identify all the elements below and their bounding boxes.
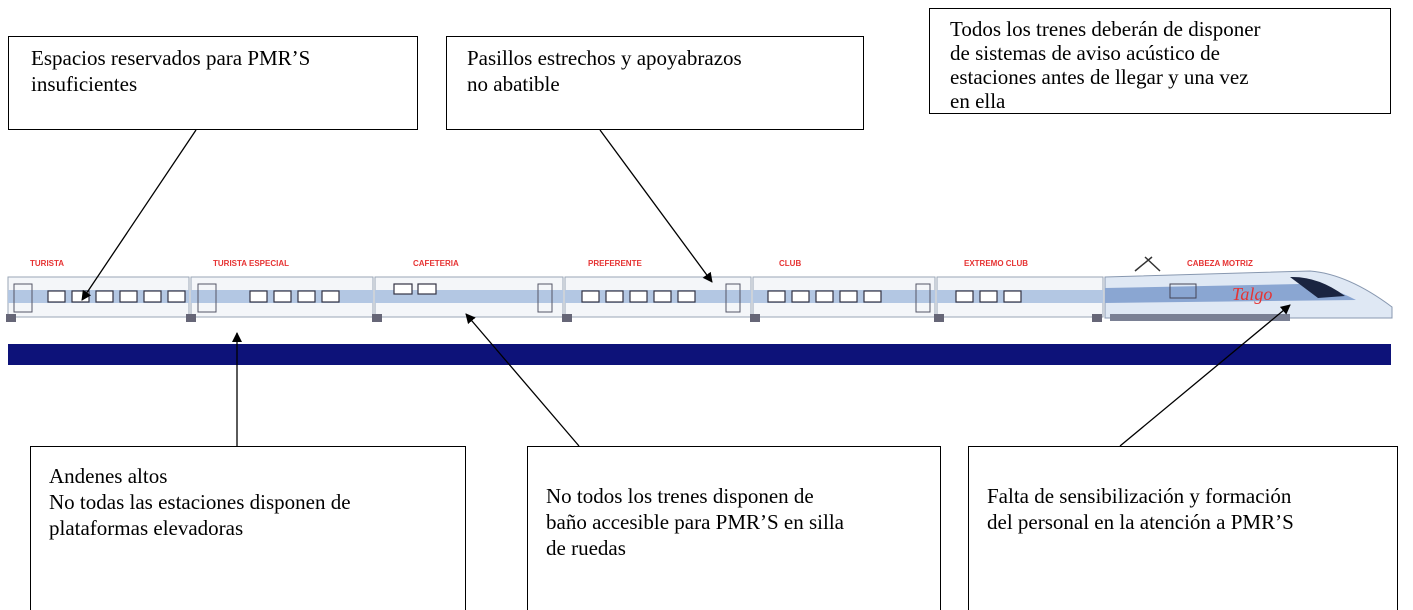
talgo-logo: Talgo	[1232, 284, 1272, 304]
arrow-bottom-middle	[465, 313, 580, 447]
callout-text: No todos los trenes disponen de baño acc…	[546, 483, 928, 561]
car-preferente	[562, 276, 752, 322]
car-label-turista-especial: TURISTA ESPECIAL	[213, 259, 289, 268]
car-cabeza-motriz: Talgo	[1104, 256, 1393, 321]
car-turista	[6, 276, 190, 322]
callout-line: estaciones antes de llegar y una vez	[950, 65, 1249, 89]
callout-line: Pasillos estrechos y apoyabrazos	[467, 46, 742, 70]
car-extremo-club	[934, 276, 1104, 322]
arrow-top-left	[81, 129, 197, 301]
callout-staff-training: Falta de sensibilización y formación del…	[968, 446, 1398, 610]
platform-bar	[8, 344, 1391, 365]
car-label-cafeteria: CAFETERIA	[413, 259, 459, 268]
callout-line: No todas las estaciones disponen de	[49, 490, 351, 514]
arrow-bottom-right	[1119, 304, 1291, 447]
callout-text: Falta de sensibilización y formación del…	[987, 483, 1385, 535]
callout-line: Andenes altos	[49, 464, 168, 488]
callout-text: Espacios reservados para PMR’S insuficie…	[31, 45, 397, 97]
callout-reserved-spaces: Espacios reservados para PMR’S insuficie…	[8, 36, 418, 130]
callout-line: No todos los trenes disponen de	[546, 484, 814, 508]
pointer-arrows	[81, 129, 1291, 447]
car-label-preferente: PREFERENTE	[588, 259, 642, 268]
callout-line: de sistemas de aviso acústico de	[950, 41, 1221, 65]
callout-accessible-toilet: No todos los trenes disponen de baño acc…	[527, 446, 941, 610]
callout-high-platforms: Andenes altos No todas las estaciones di…	[30, 446, 466, 610]
callout-line: plataformas elevadoras	[49, 516, 244, 540]
callout-line: no abatible	[467, 72, 560, 96]
callout-acoustic-warning: Todos los trenes deberán de disponer de …	[929, 8, 1391, 114]
callout-line: en ella	[950, 89, 1006, 113]
callout-line: insuficientes	[31, 72, 138, 96]
callout-line: de ruedas	[546, 536, 626, 560]
train: Talgo	[6, 256, 1393, 322]
callout-line: baño accesible para PMR’S en silla	[546, 510, 844, 534]
car-label-cabeza-motriz: CABEZA MOTRIZ	[1187, 259, 1253, 268]
callout-line: Todos los trenes deberán de disponer	[950, 17, 1261, 41]
callout-narrow-aisles: Pasillos estrechos y apoyabrazos no abat…	[446, 36, 864, 130]
callout-line: Espacios reservados para PMR’S	[31, 46, 311, 70]
callout-text: Todos los trenes deberán de disponer de …	[950, 17, 1370, 113]
car-cafeteria	[372, 276, 564, 322]
car-turista-especial	[186, 276, 374, 322]
car-label-extremo-club: EXTREMO CLUB	[964, 259, 1028, 268]
callout-line: Falta de sensibilización y formación	[987, 484, 1292, 508]
car-club	[750, 276, 936, 322]
arrow-top-middle	[599, 129, 713, 283]
car-label-club: CLUB	[779, 259, 801, 268]
callout-text: Pasillos estrechos y apoyabrazos no abat…	[467, 45, 843, 97]
car-label-turista: TURISTA	[30, 259, 64, 268]
callout-text: Andenes altos No todas las estaciones di…	[49, 463, 453, 541]
callout-line: del personal en la atención a PMR’S	[987, 510, 1294, 534]
